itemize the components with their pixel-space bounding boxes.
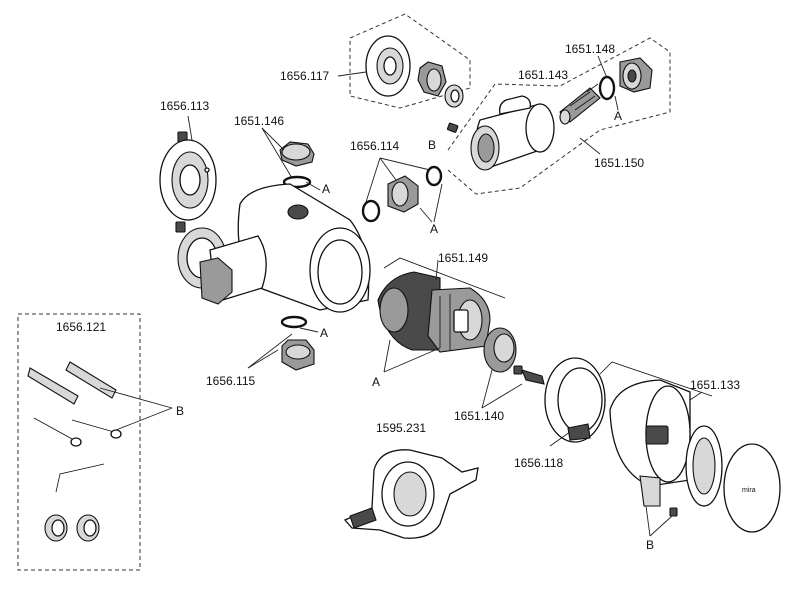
callout-a-1651-148: A bbox=[614, 109, 622, 123]
logo-text: mira bbox=[742, 487, 756, 494]
label-1656-118: 1656.118 bbox=[514, 456, 563, 470]
part-1656-117-nut bbox=[417, 61, 447, 97]
label-1651-140: 1651.140 bbox=[454, 409, 504, 423]
callout-a-1656-115: A bbox=[320, 326, 328, 340]
part-1651-148-o-ring bbox=[598, 75, 616, 101]
label-1656-113: 1656.113 bbox=[160, 99, 209, 113]
callout-a-1651-146: A bbox=[322, 182, 330, 196]
callout-b-1656-121: B bbox=[176, 404, 184, 418]
group-1656-121 bbox=[17, 313, 141, 571]
part-1595-231-tool bbox=[343, 449, 479, 539]
part-1651-140-nut bbox=[483, 327, 545, 385]
label-1656-115: 1656.115 bbox=[206, 374, 255, 388]
callout-b-top: B bbox=[428, 138, 436, 152]
part-labels: 1656.117 1651.148 1651.143 A 1656.113 16… bbox=[56, 42, 740, 552]
part-1656-117-olive bbox=[444, 84, 464, 108]
label-1651-133: 1651.133 bbox=[690, 378, 740, 392]
hex-key bbox=[55, 463, 105, 493]
screw-2 bbox=[71, 419, 122, 439]
part-1651-148-seat bbox=[619, 57, 653, 93]
olive-1 bbox=[44, 514, 68, 542]
label-1651-143: 1651.143 bbox=[518, 68, 568, 82]
label-1656-114: 1656.114 bbox=[350, 139, 399, 153]
label-1651-149: 1651.149 bbox=[438, 251, 488, 265]
part-1656-113-shroud bbox=[159, 131, 217, 233]
wall-plug-2 bbox=[65, 361, 117, 399]
label-1656-121: 1656.121 bbox=[56, 320, 106, 334]
callout-a-1656-114: A bbox=[430, 222, 438, 236]
part-1656-114-connector bbox=[361, 165, 443, 223]
label-1656-117: 1656.117 bbox=[280, 69, 329, 83]
olive-2 bbox=[76, 514, 100, 542]
part-1651-146-cap bbox=[279, 141, 315, 189]
part-1651-143-filter bbox=[559, 87, 601, 125]
part-1656-118-ring bbox=[544, 357, 606, 443]
part-valve-body bbox=[177, 183, 371, 313]
label-1651-148: 1651.148 bbox=[565, 42, 615, 56]
part-1656-117-wall-plate bbox=[365, 35, 411, 97]
part-1651-149-cartridge bbox=[377, 257, 506, 353]
callout-b-1651-133: B bbox=[646, 538, 654, 552]
wall-plug-1 bbox=[27, 367, 79, 405]
callout-a-1651-149: A bbox=[372, 375, 380, 389]
part-1656-115-connector bbox=[280, 315, 315, 371]
group-1651-150 bbox=[446, 37, 671, 195]
part-grub-screw-b-top bbox=[446, 122, 459, 133]
label-1651-150: 1651.150 bbox=[594, 156, 644, 170]
label-1595-231: 1595.231 bbox=[376, 421, 426, 435]
screw-1 bbox=[33, 417, 82, 447]
leader-lines bbox=[99, 55, 703, 537]
group-1656-117 bbox=[349, 13, 471, 109]
label-1651-146: 1651.146 bbox=[234, 114, 284, 128]
part-1651-133-handle: mira bbox=[599, 361, 781, 533]
part-1651-150-elbow bbox=[470, 95, 555, 171]
